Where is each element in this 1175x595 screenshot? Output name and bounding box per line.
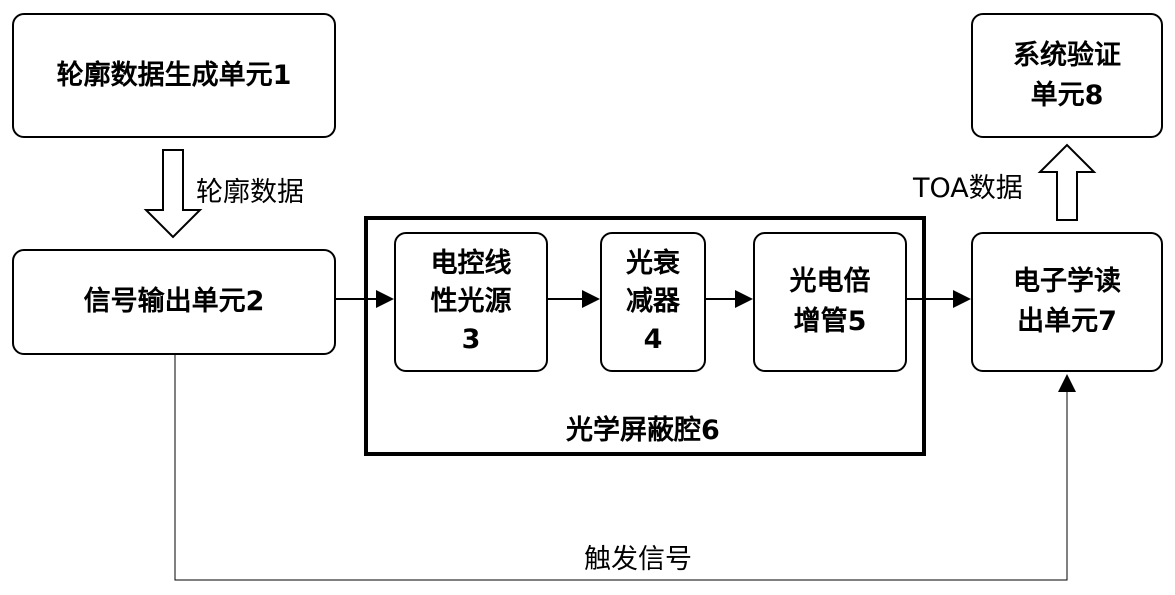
node-attenuator: 光衰 减器 4 [600, 232, 706, 372]
trigger-signal-path [174, 355, 1068, 581]
node-contour-generator-label: 轮廓数据生成单元1 [56, 59, 292, 91]
optical-shield-cavity [364, 216, 926, 456]
arrowhead-source-to-attenuator [582, 290, 600, 308]
arrowhead-signal-to-source [376, 290, 394, 308]
node-electronic-readout: 电子学读 出单元7 [971, 232, 1163, 372]
edge-label-toa-data: TOA数据 [913, 173, 1023, 204]
node-photomultiplier: 光电倍 增管5 [753, 232, 907, 372]
cavity-label: 光学屏蔽腔6 [566, 415, 720, 446]
arrowhead-attenuator-to-pmt [735, 290, 753, 308]
contour-data-hollow-arrow [143, 149, 203, 239]
arrowhead-trigger-to-readout [1058, 374, 1076, 392]
node-light-source-label: 电控线 性光源 3 [430, 248, 512, 355]
node-light-source: 电控线 性光源 3 [394, 232, 548, 372]
node-signal-output-label: 信号输出单元2 [83, 286, 265, 317]
edge-label-contour-data: 轮廓数据 [196, 177, 304, 208]
toa-data-hollow-arrow [1037, 143, 1097, 221]
node-signal-output: 信号输出单元2 [12, 249, 336, 355]
node-system-verification: 系统验证 单元8 [971, 13, 1163, 138]
node-system-verification-label: 系统验证 单元8 [1013, 39, 1121, 111]
node-photomultiplier-label: 光电倍 增管5 [789, 266, 871, 337]
edge-label-trigger: 触发信号 [584, 544, 692, 575]
arrowhead-pmt-to-readout [953, 290, 971, 308]
node-contour-generator: 轮廓数据生成单元1 [12, 13, 336, 138]
node-attenuator-label: 光衰 减器 4 [626, 248, 680, 355]
node-electronic-readout-label: 电子学读 出单元7 [1013, 266, 1121, 337]
